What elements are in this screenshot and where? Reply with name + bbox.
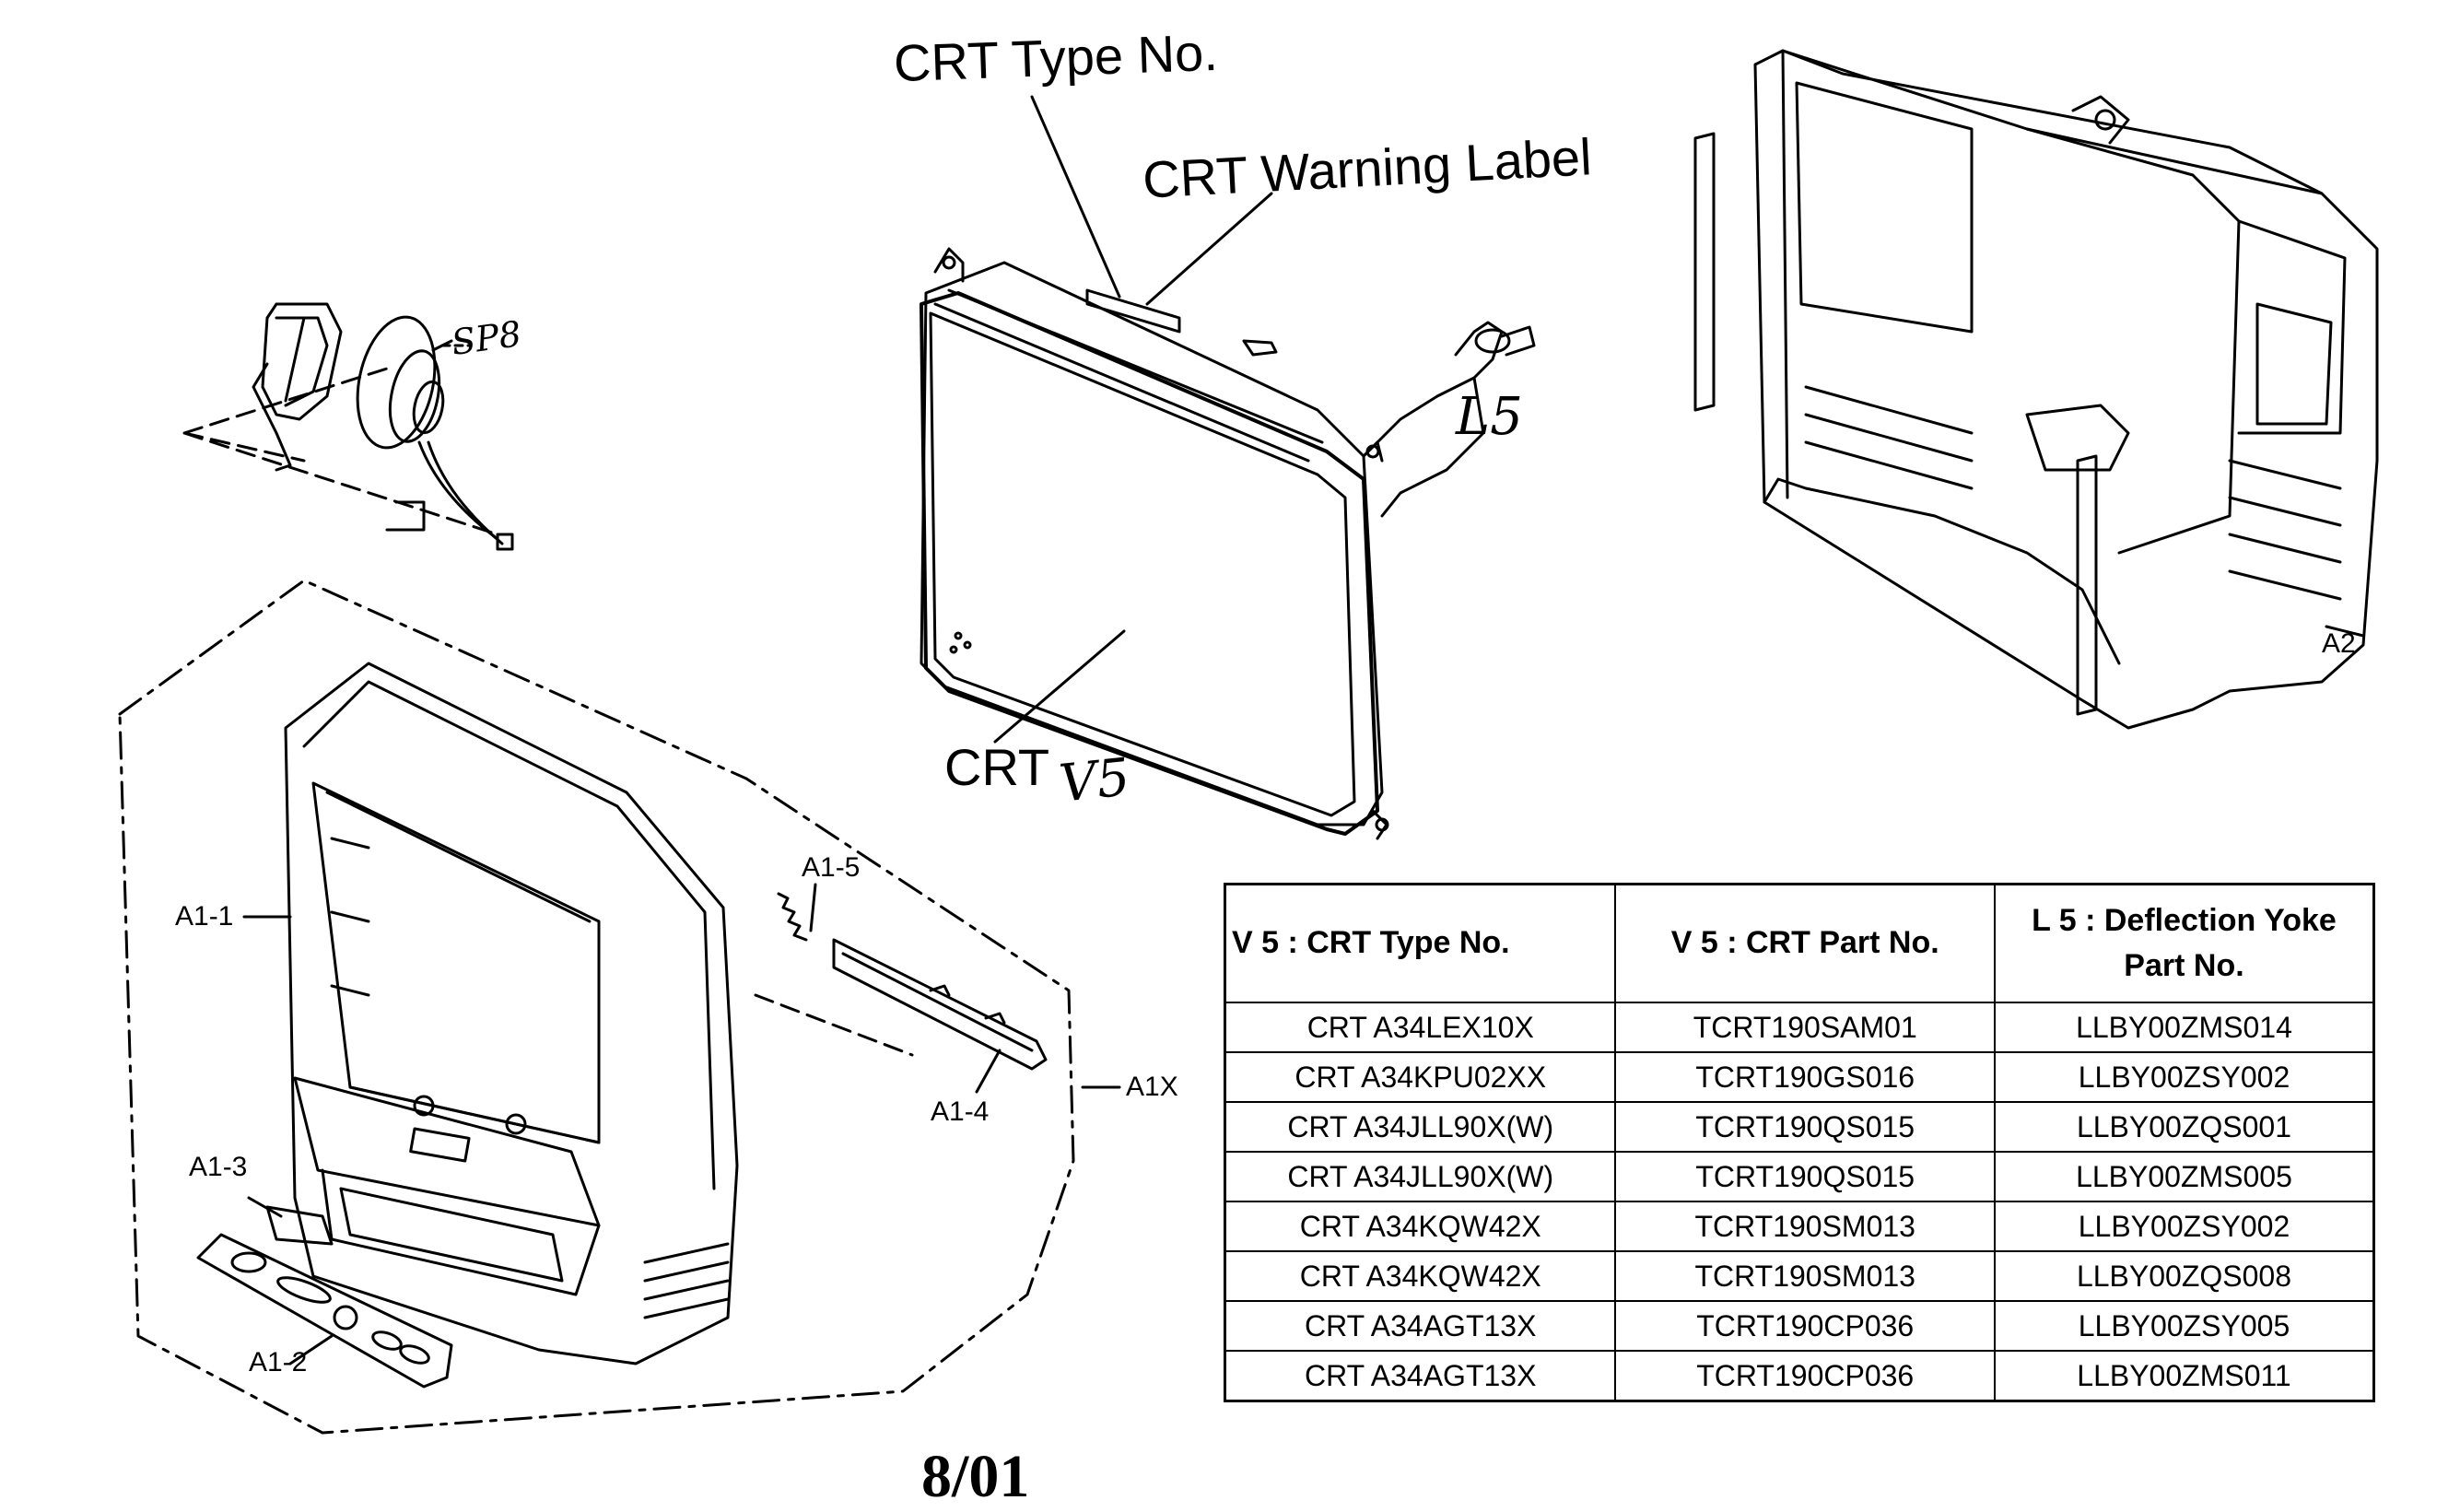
cell-yoke-part: LLBY00ZQS008 — [1993, 1250, 2375, 1302]
sp8-leader — [431, 339, 453, 352]
a1-5-label: A1-5 — [802, 852, 861, 883]
cell-yoke-part: LLBY00ZSY005 — [1993, 1300, 2375, 1352]
table-row: CRT A34JLL90X(W) TCRT190QS015 LLBY00ZMS0… — [1224, 1151, 2375, 1202]
table-row: CRT A34KQW42X TCRT190SM013 LLBY00ZSY002 — [1224, 1201, 2375, 1252]
cell-crt-type: CRT A34JLL90X(W) — [1224, 1101, 1617, 1153]
cell-crt-type: CRT A34KQW42X — [1224, 1250, 1617, 1302]
table-row: CRT A34AGT13X TCRT190CP036 LLBY00ZMS011 — [1224, 1350, 2375, 1402]
a1-4-label: A1-4 — [931, 1096, 990, 1127]
cell-yoke-part: LLBY00ZSY002 — [1993, 1201, 2375, 1252]
bracket-assembly — [777, 892, 1048, 1071]
crt-warning-leader — [1145, 192, 1273, 306]
cell-yoke-part: LLBY00ZMS011 — [1993, 1350, 2375, 1402]
cell-crt-part: TCRT190GS016 — [1614, 1051, 1996, 1103]
cell-crt-type: CRT A34AGT13X — [1224, 1300, 1617, 1352]
cell-yoke-part: LLBY00ZMS005 — [1993, 1151, 2375, 1202]
cell-crt-part: TCRT190CP036 — [1614, 1300, 1996, 1352]
table-row: CRT A34LEX10X TCRT190SAM01 LLBY00ZMS014 — [1224, 1002, 2375, 1053]
a1-1-label: A1-1 — [175, 901, 234, 932]
a2-label: A2 — [2322, 628, 2356, 659]
cell-crt-type: CRT A34KPU02XX — [1224, 1051, 1617, 1103]
revision-date: 8/01 — [921, 1443, 1030, 1510]
crt-type-no-leader — [1030, 95, 1121, 299]
col-header-yoke-part: L 5 : Deflection Yoke Part No. — [1993, 883, 2375, 1003]
cell-yoke-part: LLBY00ZQS001 — [1993, 1101, 2375, 1153]
table-row: CRT A34AGT13X TCRT190CP036 LLBY00ZSY005 — [1224, 1300, 2375, 1352]
cell-crt-part: TCRT190SAM01 — [1614, 1002, 1996, 1053]
rear-side-strip-right — [2076, 454, 2098, 716]
col-header-crt-part: V 5 : CRT Part No. — [1614, 883, 1996, 1003]
cell-crt-type: CRT A34KQW42X — [1224, 1201, 1617, 1252]
rear-cabinet — [1753, 49, 2379, 730]
cell-yoke-part: LLBY00ZSY002 — [1993, 1051, 2375, 1103]
cell-crt-part: TCRT190QS015 — [1614, 1151, 1996, 1202]
speaker-guide-line — [182, 367, 499, 536]
cell-crt-part: TCRT190CP036 — [1614, 1350, 1996, 1402]
crt-label: CRT — [944, 738, 1050, 796]
a1-2-label: A1-2 — [249, 1347, 308, 1377]
cell-crt-part: TCRT190SM013 — [1614, 1250, 1996, 1302]
rear-side-strip-left — [1693, 132, 1716, 412]
table-header-row: V 5 : CRT Type No. V 5 : CRT Part No. L … — [1224, 883, 2375, 1003]
cell-crt-type: CRT A34AGT13X — [1224, 1350, 1617, 1402]
table-row: CRT A34JLL90X(W) TCRT190QS015 LLBY00ZQS0… — [1224, 1101, 2375, 1153]
parts-table: V 5 : CRT Type No. V 5 : CRT Part No. L … — [1224, 883, 2375, 1402]
crt-type-no-label: CRT Type No. — [893, 22, 1219, 93]
crt-leader — [993, 629, 1126, 744]
a1-3-leader — [247, 1196, 283, 1218]
cell-crt-part: TCRT190SM013 — [1614, 1201, 1996, 1252]
table-row: CRT A34KPU02XX TCRT190GS016 LLBY00ZSY002 — [1224, 1051, 2375, 1103]
table-row: CRT A34KQW42X TCRT190SM013 LLBY00ZQS008 — [1224, 1250, 2375, 1302]
a1-3-label: A1-3 — [189, 1152, 248, 1182]
a1x-label: A1X — [1126, 1072, 1178, 1102]
a1-5-leader — [809, 883, 817, 932]
col-header-crt-type: V 5 : CRT Type No. — [1224, 883, 1617, 1003]
cell-crt-type: CRT A34LEX10X — [1224, 1002, 1617, 1053]
speaker-assembly — [252, 302, 514, 551]
crt-tube — [920, 247, 1536, 840]
a2-leader — [2325, 625, 2365, 638]
a1x-group-outline — [118, 579, 1075, 1435]
v5-handwritten-label: V5 — [1056, 747, 1133, 815]
badge-part — [265, 1205, 334, 1246]
control-panel — [196, 1233, 453, 1389]
l5-handwritten-label: L5 — [1456, 387, 1523, 447]
cell-crt-part: TCRT190QS015 — [1614, 1101, 1996, 1153]
a1-2-leader — [288, 1334, 334, 1365]
front-cabinet — [284, 662, 739, 1365]
cell-crt-type: CRT A34JLL90X(W) — [1224, 1151, 1617, 1202]
a1-4-leader — [975, 1049, 1002, 1094]
cell-yoke-part: LLBY00ZMS014 — [1993, 1002, 2375, 1053]
bracket-guide-line — [754, 993, 914, 1057]
